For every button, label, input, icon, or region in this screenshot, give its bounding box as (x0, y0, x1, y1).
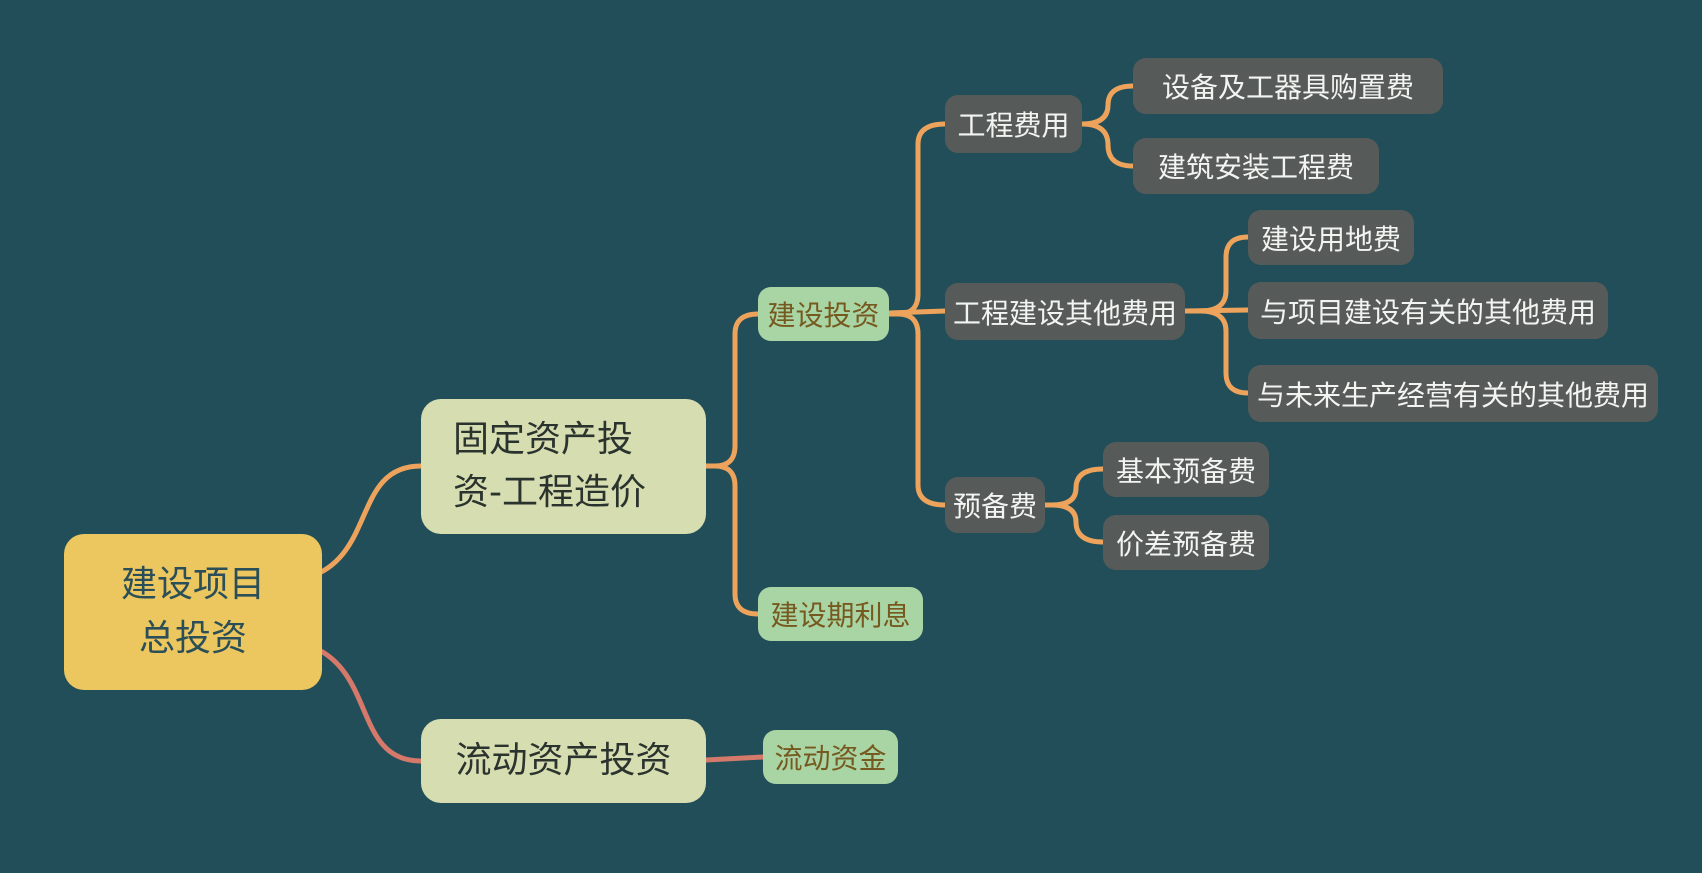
connector-investment-to-engineering-fee (886, 121, 948, 317)
connector-root-to-fixed-asset (312, 463, 424, 578)
node-future-production-other-fee[interactable]: 与未来生产经营有关的其他费用 (1248, 365, 1658, 422)
connector-investment-to-reserve-fee (886, 311, 948, 508)
connector-engineering-to-install (1079, 121, 1136, 169)
node-working-capital[interactable]: 流动资金 (763, 730, 898, 784)
connector-fixed-to-construction-investment (703, 311, 761, 469)
connector-otherfee-to-land-fee (1182, 234, 1251, 314)
node-construction-period-interest[interactable]: 建设期利息 (758, 587, 923, 641)
connector-current-to-working-capital (703, 754, 766, 763)
node-reserve-fee[interactable]: 预备费 (945, 477, 1045, 533)
connector-otherfee-to-future-other (1182, 308, 1251, 396)
connector-engineering-to-equipment (1079, 83, 1136, 127)
connector-reserve-to-basic (1042, 466, 1106, 508)
node-equipment-tools-purchase-fee[interactable]: 设备及工器具购置费 (1133, 58, 1443, 114)
connector-root-to-current-asset (312, 645, 424, 764)
node-other-engineering-construction-fee[interactable]: 工程建设其他费用 (945, 283, 1185, 340)
node-root-total-investment[interactable]: 建设项目 总投资 (64, 534, 322, 690)
node-price-diff-reserve-fee[interactable]: 价差预备费 (1103, 515, 1269, 570)
node-construction-land-fee[interactable]: 建设用地费 (1248, 210, 1414, 265)
node-basic-reserve-fee[interactable]: 基本预备费 (1103, 442, 1269, 497)
connector-reserve-to-price-diff (1042, 502, 1106, 545)
node-project-related-other-fee[interactable]: 与项目建设有关的其他费用 (1248, 282, 1608, 339)
node-construction-investment[interactable]: 建设投资 (758, 287, 889, 341)
node-engineering-fee[interactable]: 工程费用 (945, 95, 1082, 153)
node-construction-installation-fee[interactable]: 建筑安装工程费 (1133, 138, 1379, 194)
node-current-asset-investment[interactable]: 流动资产投资 (421, 719, 706, 803)
node-fixed-asset-investment[interactable]: 固定资产投 资-工程造价 (421, 399, 706, 534)
connector-fixed-to-construction-interest (703, 463, 761, 617)
